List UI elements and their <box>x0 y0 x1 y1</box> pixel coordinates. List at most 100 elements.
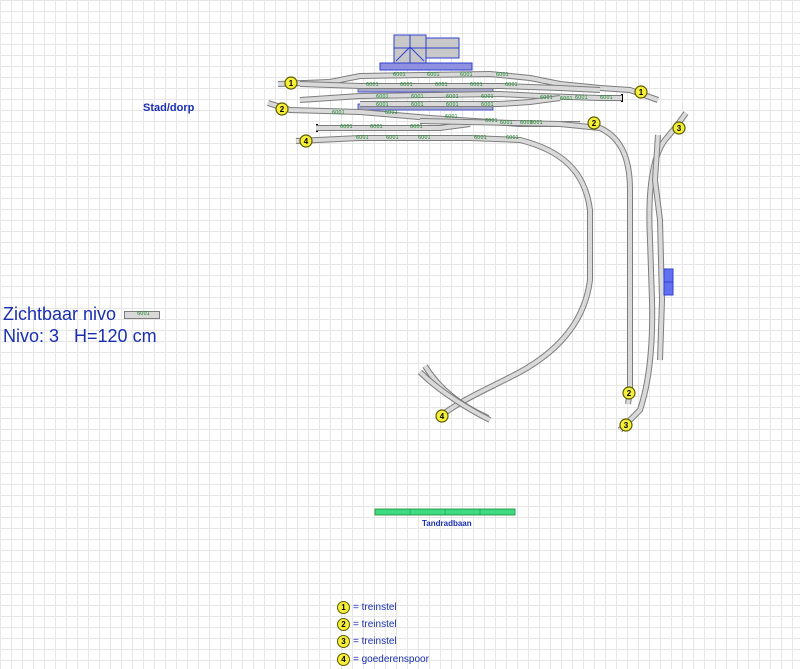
track-segment-fill <box>418 370 491 422</box>
track-code: 6001 <box>474 135 487 141</box>
level-height-text: Nivo: 3 H=120 cm <box>3 326 157 346</box>
track-code: 6001 <box>411 94 424 100</box>
track-code: 6001 <box>500 120 513 126</box>
track-code: 6001 <box>393 72 406 78</box>
marker-circle <box>275 102 289 116</box>
track-code: 6001 <box>460 72 473 78</box>
side-station <box>663 268 674 296</box>
track-code: 6001 <box>386 135 399 141</box>
legend-marker-4: 4 <box>337 652 350 666</box>
legend-text-1: = treinstel <box>353 601 397 613</box>
legend-marker-1: 1 <box>337 600 350 614</box>
rack-railway-label: Tandradbaan <box>422 519 472 528</box>
track-marker-3: 3 <box>619 418 633 432</box>
rack-railway <box>374 508 516 516</box>
track-code: 6001 <box>418 135 431 141</box>
track-code: 6001 <box>506 135 519 141</box>
track-segment-fill <box>419 119 632 405</box>
marker-number: 1 <box>639 88 644 97</box>
track-segment-fill <box>360 96 561 106</box>
track-code: 6001 <box>540 95 553 101</box>
track-code: 6001 <box>385 110 398 116</box>
track-code: 6001 <box>400 82 413 88</box>
track-code: 6001 <box>370 124 383 130</box>
track-code: 6001 <box>530 120 543 126</box>
track-segment-fill <box>295 136 592 420</box>
track-segment-fill <box>316 122 471 130</box>
legend-row-3: 3 = treinstel <box>337 634 397 648</box>
marker-number: 3 <box>677 124 682 133</box>
track-code: 6001 <box>410 124 423 130</box>
level-height-line: Nivo: 3 H=120 cm <box>3 326 157 347</box>
track-marker-4: 4 <box>299 134 313 148</box>
track-code: 6001 <box>411 102 424 108</box>
station-label: Stad/dorp <box>143 102 195 114</box>
track-segment <box>419 118 633 405</box>
marker-circle <box>672 121 686 135</box>
track-markers: 1 1 2 2 2 3 3 4 4 <box>275 76 686 432</box>
marker-number: 2 <box>280 105 285 114</box>
legend-text-2: = treinstel <box>353 618 397 630</box>
track-code: 6001 <box>356 135 369 141</box>
track-code: 6001 <box>427 72 440 78</box>
track-segment-fill <box>299 91 622 102</box>
station-building <box>379 34 473 71</box>
legend-row-2: 2 = treinstel <box>337 617 397 631</box>
legend-text-3: = treinstel <box>353 635 397 647</box>
track-marker-3: 3 <box>672 121 686 135</box>
track-code: 6001 <box>340 124 353 130</box>
marker-number: 2 <box>627 389 632 398</box>
track-segment-fill <box>277 71 659 102</box>
track-code: 6001 <box>505 82 518 88</box>
track-code: 6001 <box>575 95 588 101</box>
track-code: 6001 <box>481 94 494 100</box>
marker-circle <box>587 116 601 130</box>
track-marker-2: 2 <box>275 102 289 116</box>
legend-marker-2: 2 <box>337 617 350 631</box>
track-code: 6001 <box>332 110 345 116</box>
marker-circle <box>299 134 313 148</box>
legend-text-4: = goederenspoor <box>353 653 429 665</box>
legend-row-1: 1 = treinstel <box>337 600 397 614</box>
marker-number: 4 <box>304 137 309 146</box>
marker-circle <box>435 409 449 423</box>
track-code: 6001 <box>520 120 533 126</box>
track-code: 6001 <box>481 102 494 108</box>
tracks <box>267 70 689 433</box>
track-code: 6001 <box>446 94 459 100</box>
track-segment-fill <box>299 82 601 92</box>
track-code: 6001 <box>470 82 483 88</box>
track-code: 6001 <box>366 82 379 88</box>
legend-marker-3: 3 <box>337 634 350 648</box>
track-code: 6001 <box>485 118 498 124</box>
visible-level-sample-code: 6001 <box>137 311 150 318</box>
track-marker-1: 1 <box>284 76 298 90</box>
track-segment-fill <box>652 134 665 361</box>
track-code: 6001 <box>376 94 389 100</box>
track-code: 6001 <box>560 96 573 102</box>
marker-circle <box>634 85 648 99</box>
track-marker-1: 1 <box>634 85 648 99</box>
visible-level-label: Zichtbaar nivo <box>3 304 117 324</box>
track-marker-2: 2 <box>622 386 636 400</box>
track-code: 6001 <box>496 72 509 78</box>
marker-number: 2 <box>592 119 597 128</box>
marker-circle <box>619 418 633 432</box>
track-marker-4: 4 <box>435 409 449 423</box>
marker-number: 1 <box>289 79 294 88</box>
marker-number: 4 <box>440 412 445 421</box>
marker-number: 3 <box>624 421 629 430</box>
track-code: 6001 <box>435 82 448 88</box>
marker-circle <box>284 76 298 90</box>
track-segment <box>295 135 593 421</box>
marker-circle <box>622 386 636 400</box>
visible-level-line: Zichtbaar nivo 6001 <box>3 304 161 325</box>
track-code: 6001 <box>376 102 389 108</box>
legend-row-4: 4 = goederenspoor <box>337 652 429 666</box>
track-code: 6001 <box>600 95 613 101</box>
visible-level-sample: 6001 <box>124 311 161 320</box>
track-code: 6001 <box>446 102 459 108</box>
track-code: 6001 <box>445 114 458 120</box>
